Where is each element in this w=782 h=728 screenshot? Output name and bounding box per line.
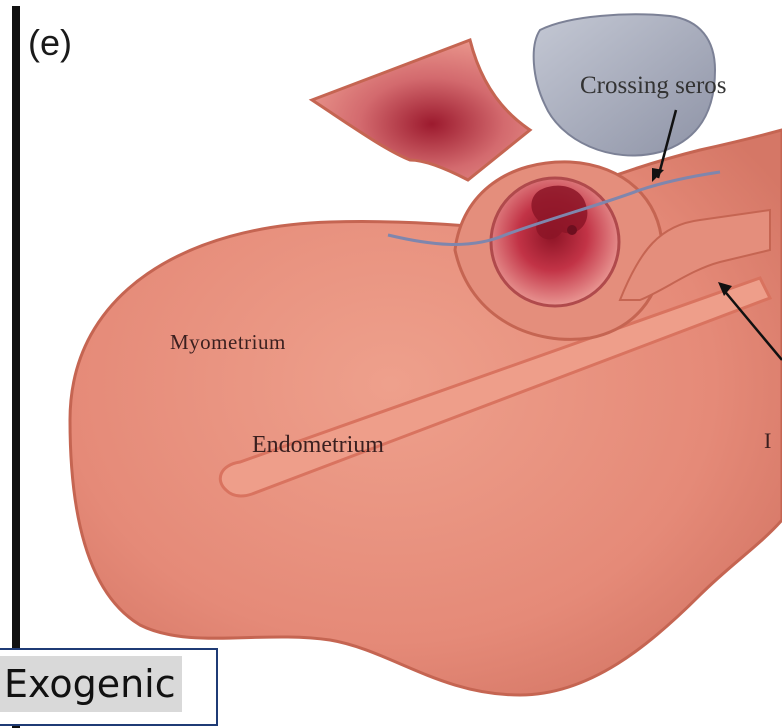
endometrium-label: Endometrium bbox=[252, 432, 384, 459]
right-edge-label: I bbox=[764, 428, 771, 454]
lesion-spot bbox=[567, 225, 577, 235]
adnexa-segment bbox=[312, 40, 530, 180]
exogenic-tag-label: Exogenic bbox=[0, 656, 182, 712]
crossing-serosa-label: Crossing seros bbox=[580, 72, 727, 100]
myometrium-label: Myometrium bbox=[170, 330, 286, 355]
